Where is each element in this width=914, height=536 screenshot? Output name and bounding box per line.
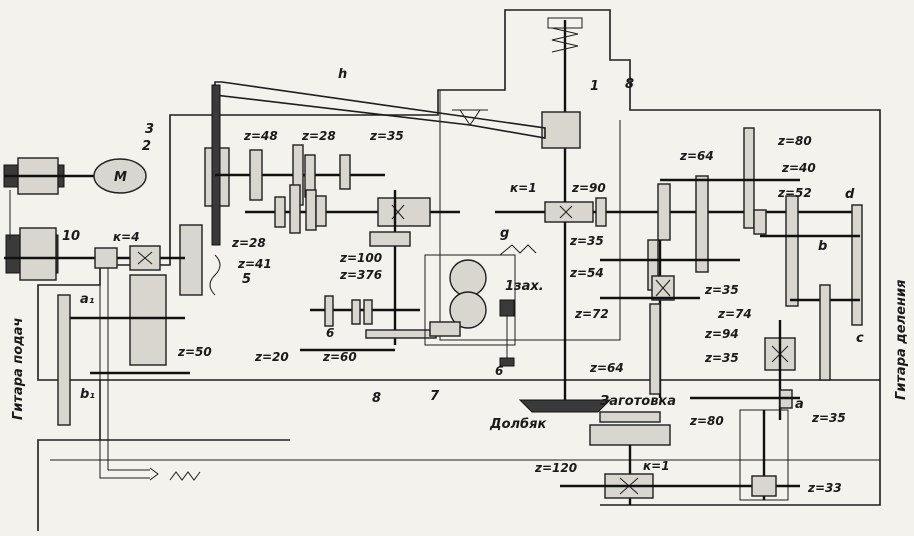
crank-mechanism	[179, 84, 230, 296]
label-z64-top: z=64	[679, 149, 714, 163]
label-z60: z=60	[322, 350, 357, 364]
label-z28-bottom: z=28	[231, 236, 266, 250]
label-k1-bottom: к=1	[643, 459, 670, 473]
label-z80-bottom: z=80	[689, 414, 724, 428]
label-6-mid: 6	[495, 364, 503, 378]
label-z100: z=100	[339, 251, 382, 265]
label-threads: 1зах.	[505, 279, 544, 294]
label-c: c	[856, 331, 864, 346]
label-z35-top: z=35	[369, 129, 404, 143]
label-1: 1	[590, 79, 599, 94]
label-z94: z=94	[704, 327, 739, 341]
label-z35-right: z=35	[704, 283, 739, 297]
label-z33: z=33	[807, 481, 842, 495]
division-drive-upper	[495, 127, 863, 326]
label-z74: z=74	[717, 307, 752, 321]
table-drive	[560, 409, 800, 505]
label-z376: z=376	[339, 268, 382, 282]
labels-layer: M 1 2 3 5 7 8 8 10 h g b d c a 6 6 a₁ b₁…	[11, 67, 909, 495]
label-d: d	[845, 187, 855, 202]
label-z48: z=48	[243, 129, 278, 143]
cam-block	[424, 244, 537, 367]
label-z35-mid: z=35	[569, 234, 604, 248]
feed-drive	[57, 245, 201, 481]
label-8-lower: 8	[372, 391, 381, 406]
label-z120: z=120	[534, 461, 577, 475]
label-feed-guitar: Гитара подач	[11, 318, 26, 420]
label-k4: к=4	[113, 230, 140, 244]
label-z40: z=40	[781, 161, 816, 175]
motor-assembly	[3, 157, 185, 281]
label-b-upper: b	[818, 239, 827, 254]
label-z28-top: z=28	[301, 129, 336, 143]
label-k1-top: к=1	[510, 181, 537, 195]
division-guitar-group	[690, 284, 860, 420]
label-h: h	[338, 67, 347, 82]
label-6-small: 6	[326, 326, 334, 340]
label-z90: z=90	[571, 181, 606, 195]
machine-frame	[37, 9, 881, 535]
label-z54: z=54	[569, 266, 604, 280]
label-cutter: Долбяк	[489, 417, 547, 432]
division-drive-middle	[600, 239, 740, 398]
label-z72: z=72	[574, 307, 609, 321]
label-7: 7	[430, 389, 440, 404]
label-z35-lower: z=35	[704, 351, 739, 365]
label-5: 5	[242, 272, 251, 287]
label-g: g	[500, 226, 509, 241]
intermediate-gears	[300, 295, 437, 352]
label-z35-a: z=35	[811, 411, 846, 425]
label-workpiece: Заготовка	[600, 394, 676, 409]
label-z20: z=20	[254, 350, 289, 364]
label-10: 10	[62, 229, 80, 244]
label-a1: a₁	[80, 292, 95, 307]
label-8-column: 8	[625, 77, 634, 92]
label-z52: z=52	[777, 186, 812, 200]
label-z50: z=50	[177, 345, 212, 359]
speed-gearbox	[215, 144, 460, 345]
label-division-guitar: Гитара деления	[894, 280, 909, 400]
label-z64-bottom: z=64	[589, 361, 624, 375]
label-3: 3	[145, 122, 154, 137]
label-2: 2	[142, 139, 151, 154]
label-motor: M	[114, 170, 127, 185]
label-z41: z=41	[237, 257, 272, 271]
label-a: a	[795, 397, 804, 412]
label-b1: b₁	[80, 387, 95, 402]
label-z80-top: z=80	[777, 134, 812, 148]
